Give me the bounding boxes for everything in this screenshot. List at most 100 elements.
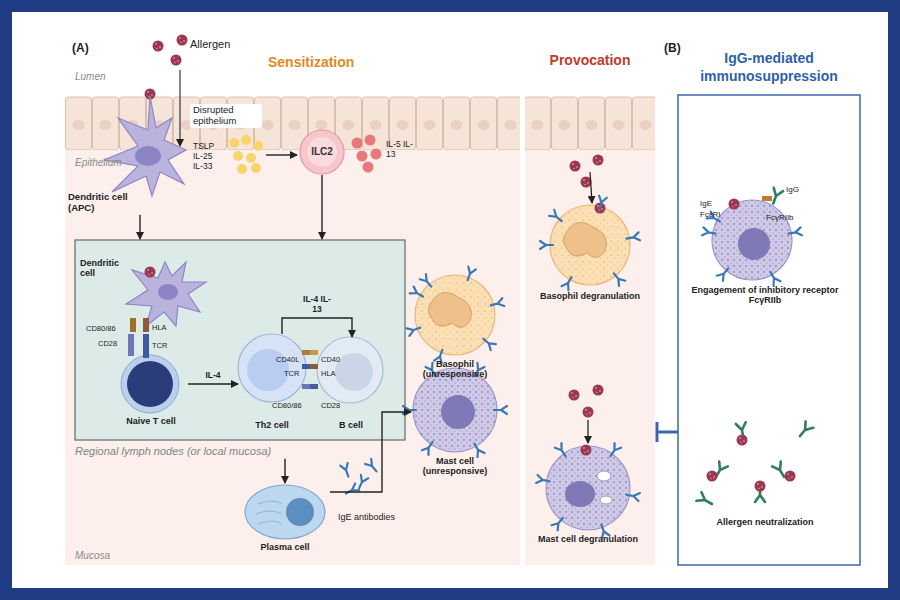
- ige-antibody: [626, 232, 640, 242]
- ige-antibody: [471, 442, 484, 457]
- ige-antibody: [788, 227, 802, 237]
- ige-antibody: [540, 241, 553, 249]
- label: Disrupted epithelium: [190, 104, 262, 128]
- ige-antibody: [562, 275, 575, 290]
- label-box: IgE antibodies: [338, 506, 398, 524]
- tissue: [65, 93, 655, 565]
- label-box: TSLP IL-25 IL-33: [193, 142, 223, 173]
- ige-antibody: [494, 406, 507, 414]
- label: FcγRIIb: [766, 213, 794, 222]
- panel-b: IgG-mediated immunosuppressionEngagement…: [678, 40, 860, 565]
- ige-antibody: [626, 491, 640, 501]
- mast-cell-degranulation: Mast cell degranulation: [535, 444, 641, 544]
- node-text: Allergen neutralization: [690, 517, 840, 527]
- mast-cell: Mast cell (unresponsive): [405, 368, 505, 477]
- dendritic-cell: Dendritic cell: [78, 252, 208, 332]
- node-text: Th2 cell: [238, 420, 306, 430]
- label-box: Allergen: [190, 34, 230, 52]
- connector: [657, 431, 678, 434]
- label-box: CD40: [321, 348, 340, 366]
- label: CD40L: [276, 356, 299, 365]
- neutralization: [696, 421, 813, 508]
- node-text: Regional lymph nodes (or local mucosa): [75, 445, 405, 458]
- lymph-cells: [121, 262, 383, 413]
- b-cell: B cell: [318, 337, 384, 430]
- ige-antibody: [407, 324, 422, 336]
- label: CD40: [321, 356, 340, 365]
- node-text: Mast cell degranulation: [535, 534, 641, 544]
- dendritic-cell-apc: [104, 96, 186, 196]
- label-box: HLA: [152, 316, 167, 334]
- node-text: Naive T cell: [115, 416, 187, 426]
- ige-antibody: [403, 406, 416, 414]
- label: CD80/86: [272, 402, 302, 411]
- edge-label: IL-4 IL-13: [300, 295, 334, 315]
- node-text: Dendritic cell (APC): [68, 192, 148, 214]
- ige-antibody: [549, 210, 564, 224]
- lymph-node-region: Regional lymph nodes (or local mucosa) De…: [75, 240, 405, 458]
- plasma-cell: [245, 459, 380, 539]
- lymph-node-box: [75, 240, 405, 440]
- ige-antibody: [607, 443, 621, 458]
- label: (B): [664, 42, 681, 56]
- naive-t-cell: Naive T cell: [115, 354, 187, 426]
- ige-antibody: [702, 227, 716, 237]
- ige-antibody: [420, 274, 434, 289]
- ige-antibody: [410, 287, 425, 300]
- label: HLA: [321, 370, 336, 379]
- inhibition-bar: [656, 422, 659, 442]
- ige-antibody: [536, 475, 550, 485]
- allergen-neutralization: Allergen neutralization: [690, 400, 840, 527]
- ige-antibody: [490, 298, 505, 309]
- label: IgE antibodies: [338, 512, 395, 522]
- provocation-cells: [546, 155, 630, 531]
- label: CD80/86: [86, 325, 116, 334]
- plasma-cell: Plasma cell: [240, 484, 330, 552]
- connector: [321, 175, 322, 239]
- label-box: CD80/86: [272, 394, 302, 412]
- node-text: IgG-mediated immunosuppression: [678, 50, 860, 85]
- node-text: B cell: [318, 420, 384, 430]
- ige-antibody: [596, 196, 607, 211]
- ige-antibody: [552, 515, 566, 530]
- label-box: CD80/86: [86, 317, 116, 335]
- ilc2: [300, 130, 344, 174]
- node-text: Basophil (unresponsive): [405, 359, 505, 380]
- node-text: ILC2: [311, 146, 333, 158]
- ige-antibody: [481, 336, 496, 350]
- label-box: IgG: [786, 178, 799, 196]
- label: (A): [72, 42, 89, 56]
- label: TCR: [284, 370, 299, 379]
- label: HLA: [152, 324, 167, 333]
- label: IgG: [786, 185, 799, 194]
- label-box: HLA: [321, 362, 336, 380]
- label: TSLP IL-25 IL-33: [193, 142, 223, 171]
- ige-antibody: [555, 443, 569, 458]
- connector: [282, 318, 352, 337]
- inhibitory-cell: [712, 188, 792, 280]
- label: Epithelium: [75, 157, 122, 169]
- label: Mucosa: [75, 550, 110, 562]
- label-box: IgE: [700, 192, 712, 210]
- label-box: CD28: [98, 332, 117, 350]
- connector: [139, 215, 140, 239]
- label-box: Epithelium: [75, 152, 122, 170]
- node-text: Engagement of inhibitory receptor FcγRII…: [690, 285, 840, 306]
- label: FcεRI: [700, 210, 720, 219]
- label-box: TCR: [152, 334, 167, 352]
- label-box: (A): [72, 38, 89, 56]
- label-box: FcεRI: [700, 203, 720, 221]
- label-box: Disrupted epithelium: [190, 104, 262, 128]
- node-text: Mast cell (unresponsive): [405, 456, 505, 477]
- label: IL-5 IL-13: [386, 140, 416, 160]
- panel-b-box: [678, 95, 860, 565]
- label-box: CD40L: [276, 348, 299, 366]
- frame: [12, 12, 888, 588]
- ige-antibody: [767, 270, 780, 285]
- connector: [284, 459, 285, 483]
- label: Sensitization: [268, 54, 354, 70]
- basophil-unresponsive: [415, 275, 495, 355]
- label: CD28: [98, 340, 117, 349]
- basophil: Basophil (unresponsive): [405, 275, 505, 380]
